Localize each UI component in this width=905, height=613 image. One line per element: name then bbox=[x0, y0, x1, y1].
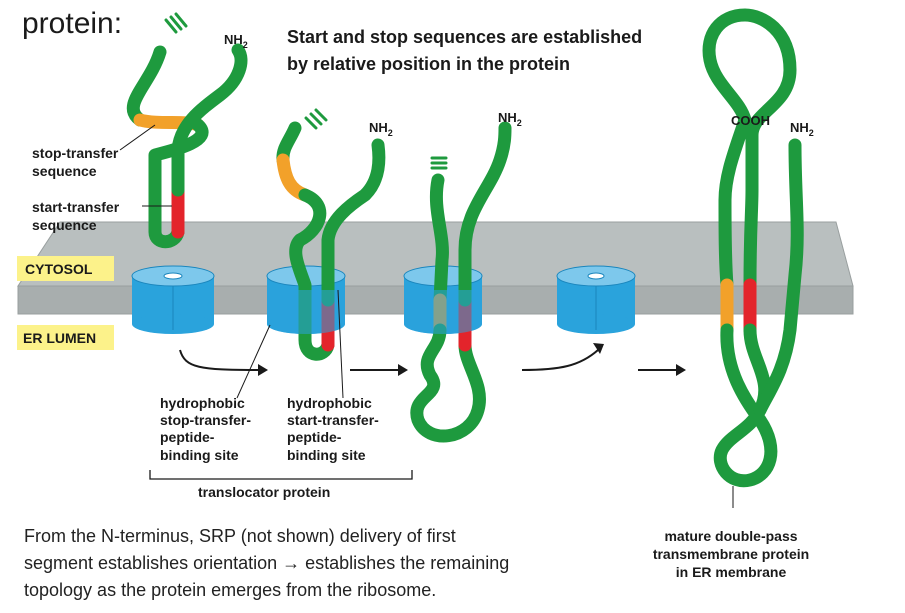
svg-text:peptide-: peptide- bbox=[160, 429, 215, 445]
mature-protein-label: mature double-pass transmembrane protein… bbox=[653, 528, 809, 580]
svg-text:start-transfer-: start-transfer- bbox=[287, 412, 379, 428]
svg-text:binding site: binding site bbox=[287, 447, 366, 463]
svg-text:stop-transfer-: stop-transfer- bbox=[160, 412, 251, 428]
translocator-2-front bbox=[267, 290, 345, 334]
stop-transfer-label-1: stop-transfer bbox=[32, 145, 119, 161]
stop-transfer-pointer bbox=[119, 124, 156, 151]
stop-site-pointer bbox=[236, 324, 271, 399]
caption-line-2: segment establishes orientation → establ… bbox=[24, 553, 509, 573]
cytosol-label: CYTOSOL bbox=[17, 256, 114, 281]
svg-text:hydrophobic: hydrophobic bbox=[160, 395, 245, 411]
svg-text:mature double-pass: mature double-pass bbox=[664, 528, 797, 544]
progression-arrow-1 bbox=[179, 349, 268, 376]
progression-arrow-3 bbox=[521, 343, 604, 371]
progression-arrow-2 bbox=[350, 364, 408, 376]
stop-site-label: hydrophobic stop-transfer- peptide- bind… bbox=[160, 395, 251, 463]
mature-protein bbox=[702, 8, 804, 488]
heading-line-1: Start and stop sequences are established bbox=[287, 27, 642, 47]
svg-text:peptide-: peptide- bbox=[287, 429, 342, 445]
progression-arrow-4 bbox=[638, 364, 686, 376]
svg-text:CYTOSOL: CYTOSOL bbox=[25, 261, 93, 277]
start-site-pointer bbox=[337, 289, 344, 399]
title-tick-marks bbox=[164, 12, 188, 34]
stage-3-tick-marks bbox=[430, 156, 448, 170]
cooh-terminus: COOH bbox=[731, 113, 770, 128]
nh2-mature: NH2 bbox=[790, 120, 814, 138]
start-transfer-label-2: sequence bbox=[32, 217, 97, 233]
translocator-protein-label: translocator protein bbox=[198, 484, 330, 500]
nh2-stage-1: NH2 bbox=[224, 32, 248, 50]
svg-text:hydrophobic: hydrophobic bbox=[287, 395, 372, 411]
caption-line-1: From the N-terminus, SRP (not shown) del… bbox=[24, 526, 456, 546]
translocator-bracket bbox=[149, 470, 413, 480]
stage-2-tick-marks bbox=[304, 108, 328, 130]
translocator-1 bbox=[131, 265, 215, 334]
svg-text:transmembrane protein: transmembrane protein bbox=[653, 546, 809, 562]
stage-1-protein bbox=[126, 43, 248, 249]
start-transfer-label-1: start-transfer bbox=[32, 199, 120, 215]
svg-text:binding site: binding site bbox=[160, 447, 239, 463]
nh2-stage-3: NH2 bbox=[498, 110, 522, 128]
svg-text:in ER membrane: in ER membrane bbox=[676, 564, 787, 580]
translocator-3-front bbox=[404, 290, 482, 334]
start-site-label: hydrophobic start-transfer- peptide- bin… bbox=[287, 395, 379, 463]
svg-text:ER LUMEN: ER LUMEN bbox=[23, 330, 96, 346]
nh2-stage-2: NH2 bbox=[369, 120, 393, 138]
er-lumen-label: ER LUMEN bbox=[17, 325, 114, 350]
slide-title: protein: bbox=[22, 7, 122, 40]
caption-line-3: topology as the protein emerges from the… bbox=[24, 580, 436, 600]
heading-line-2: by relative position in the protein bbox=[287, 54, 570, 74]
stop-transfer-label-2: sequence bbox=[32, 163, 97, 179]
translocator-4 bbox=[556, 265, 636, 334]
